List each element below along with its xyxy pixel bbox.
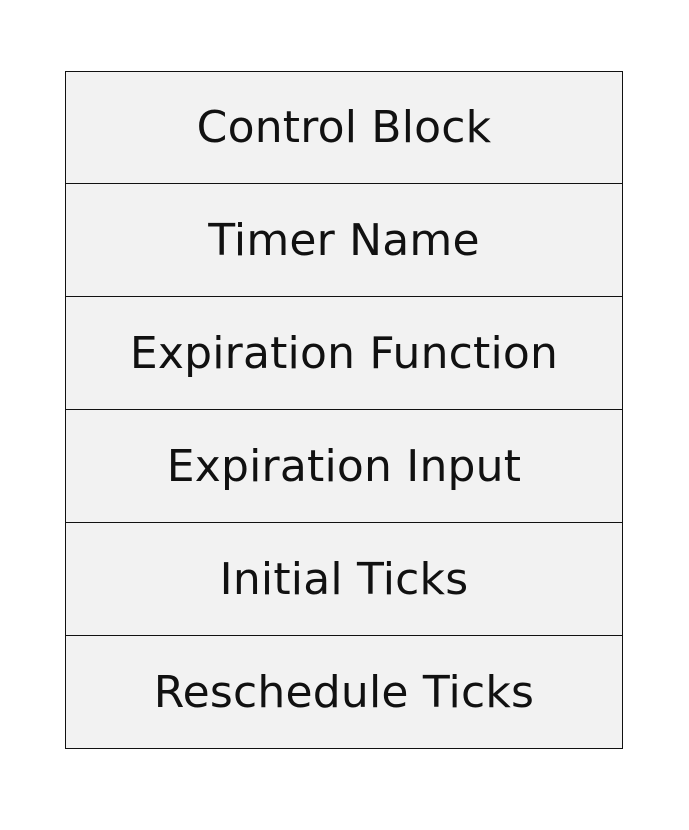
row-control-block: Control Block (66, 72, 622, 183)
row-expiration-function: Expiration Function (66, 296, 622, 409)
row-initial-ticks: Initial Ticks (66, 522, 622, 635)
row-label: Timer Name (208, 214, 480, 266)
row-label: Initial Ticks (219, 553, 469, 605)
timer-control-block-diagram: Control Block Timer Name Expiration Func… (65, 71, 623, 749)
row-expiration-input: Expiration Input (66, 409, 622, 522)
row-label: Control Block (196, 102, 492, 153)
row-label: Expiration Input (166, 440, 522, 492)
row-timer-name: Timer Name (66, 183, 622, 296)
row-reschedule-ticks: Reschedule Ticks (66, 635, 622, 748)
row-label: Expiration Function (129, 327, 559, 379)
row-label: Reschedule Ticks (153, 666, 535, 718)
